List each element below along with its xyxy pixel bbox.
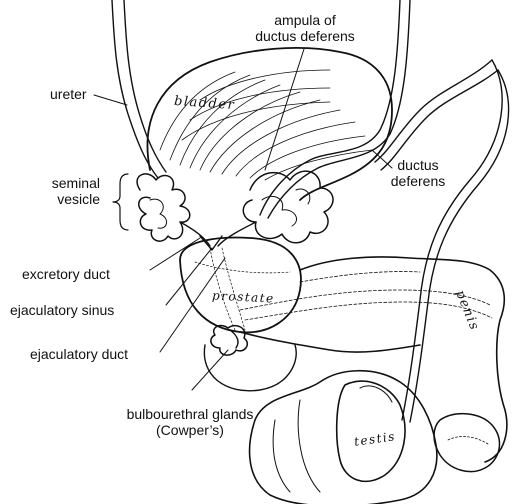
label-ureter: ureter <box>50 86 87 102</box>
label-seminal-vesicle: seminal vesicle <box>30 175 100 207</box>
seminal-vesicle-right <box>243 171 333 243</box>
label-seminal-line1: seminal <box>30 175 100 191</box>
seminal-brace <box>113 174 128 230</box>
label-ejaculatory-duct: ejaculatory duct <box>30 346 128 362</box>
label-excretory-duct: excretory duct <box>22 266 110 282</box>
label-bulbourethral-line2: (Cowper’s) <box>100 422 280 438</box>
leader-ureter <box>94 95 127 105</box>
label-ductus-deferens: ductus deferens <box>378 157 458 189</box>
prostate-outline <box>180 238 301 333</box>
leader-ampula <box>265 49 304 170</box>
label-ampula-line1: ampula of <box>230 12 380 28</box>
label-bulbourethral: bulbourethral glands (Cowper’s) <box>100 406 280 438</box>
leader-excretory <box>150 238 200 270</box>
label-bulbourethral-line1: bulbourethral glands <box>100 406 280 422</box>
penis-outline-top <box>300 257 507 462</box>
ureter-tube <box>112 0 158 178</box>
label-ductus-line2: deferens <box>378 173 458 189</box>
label-ampula-line2: ductus deferens <box>230 28 380 44</box>
label-ampula: ampula of ductus deferens <box>230 12 380 44</box>
label-ejaculatory-sinus: ejaculatory sinus <box>10 302 114 318</box>
glans-outline <box>434 414 499 472</box>
penis-outline-bottom <box>240 332 420 352</box>
label-seminal-line2: vesicle <box>30 191 100 207</box>
label-ductus-line1: ductus <box>378 157 458 173</box>
